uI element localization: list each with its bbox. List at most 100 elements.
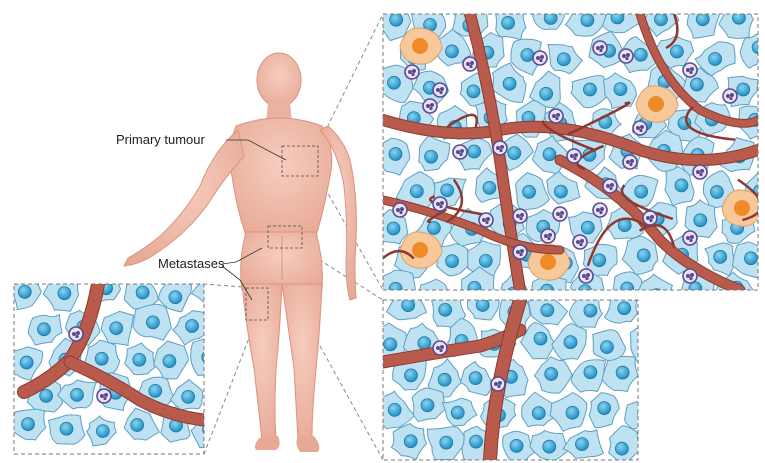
metastasis-panel-left: [8, 270, 230, 454]
nucleus: [737, 83, 750, 96]
nucleus: [581, 14, 594, 27]
nucleus: [96, 425, 109, 438]
nucleus: [446, 255, 459, 268]
nucleus: [18, 285, 31, 298]
nucleus: [468, 281, 481, 294]
nucleus: [579, 285, 592, 298]
nucleus: [541, 284, 554, 297]
nucleus: [387, 222, 400, 235]
nucleus: [389, 282, 402, 295]
nucleus: [438, 373, 451, 386]
nucleus: [441, 184, 454, 197]
nucleus: [675, 179, 688, 192]
nucleus: [600, 341, 613, 354]
nucleus: [710, 186, 723, 199]
stromal-nucleus: [540, 254, 556, 270]
nucleus: [445, 45, 458, 58]
nucleus: [60, 422, 73, 435]
nucleus: [440, 436, 453, 449]
nucleus: [614, 83, 627, 96]
nucleus: [564, 336, 577, 349]
nucleus: [545, 368, 558, 381]
stromal-nucleus: [648, 96, 664, 112]
nucleus: [521, 49, 534, 62]
nucleus: [468, 145, 481, 158]
nucleus: [732, 11, 745, 24]
nucleus: [22, 418, 35, 431]
nucleus: [384, 338, 397, 351]
nucleus: [40, 389, 53, 402]
nucleus: [566, 406, 579, 419]
nucleus: [502, 16, 515, 29]
nucleus: [388, 403, 401, 416]
nucleus: [611, 11, 624, 24]
nucleus: [554, 185, 567, 198]
nucleus: [690, 78, 703, 91]
nucleus: [581, 221, 594, 234]
nucleus: [616, 366, 629, 379]
nucleus: [615, 442, 628, 455]
nucleus: [543, 148, 556, 161]
nucleus: [387, 76, 400, 89]
nucleus: [149, 384, 162, 397]
nucleus: [404, 435, 417, 448]
nucleus: [714, 250, 727, 263]
nucleus: [425, 150, 438, 163]
nucleus: [182, 390, 195, 403]
nucleus: [510, 439, 523, 452]
nucleus: [508, 147, 521, 160]
nucleus: [206, 284, 219, 297]
nucleus: [136, 286, 149, 299]
nucleus: [146, 316, 159, 329]
nucleus: [584, 366, 597, 379]
nucleus: [405, 369, 418, 382]
nucleus: [650, 289, 663, 302]
nucleus: [638, 407, 651, 420]
nucleus: [557, 53, 570, 66]
nucleus: [654, 13, 667, 26]
nucleus: [390, 13, 403, 26]
stromal-nucleus: [412, 38, 428, 54]
nucleus: [618, 302, 631, 315]
primary-tumour-label: Primary tumour: [116, 132, 205, 147]
nucleus: [635, 185, 648, 198]
nucleus: [427, 222, 440, 235]
nucleus: [203, 423, 216, 436]
nucleus: [634, 48, 647, 61]
nucleus: [110, 322, 123, 335]
nucleus: [479, 254, 492, 267]
nucleus: [583, 83, 596, 96]
nucleus: [439, 303, 452, 316]
nucleus: [621, 282, 634, 295]
nucleus: [469, 372, 482, 385]
nucleus: [532, 407, 545, 420]
nucleus: [541, 304, 554, 317]
nucleus: [752, 41, 765, 54]
nucleus: [593, 254, 606, 267]
nucleus: [58, 287, 71, 300]
nucleus: [543, 440, 556, 453]
nucleus: [584, 304, 597, 317]
tumour-cell: [191, 338, 224, 375]
nucleus: [421, 399, 434, 412]
nucleus: [163, 355, 176, 368]
metastases-label: Metastases: [158, 256, 224, 271]
nucleus: [523, 185, 536, 198]
nucleus: [598, 402, 611, 415]
nucleus: [38, 323, 51, 336]
nucleus: [451, 406, 464, 419]
nucleus: [131, 419, 144, 432]
nucleus: [402, 299, 415, 312]
nucleus: [467, 85, 480, 98]
stromal-nucleus: [412, 242, 428, 258]
nucleus: [576, 438, 589, 451]
metastasis-right-cells: [374, 284, 667, 463]
nucleus: [186, 320, 199, 333]
nucleus: [503, 77, 516, 90]
nucleus: [410, 185, 423, 198]
nucleus: [689, 282, 702, 295]
nucleus: [470, 435, 483, 448]
nucleus: [389, 148, 402, 161]
nucleus: [20, 356, 33, 369]
